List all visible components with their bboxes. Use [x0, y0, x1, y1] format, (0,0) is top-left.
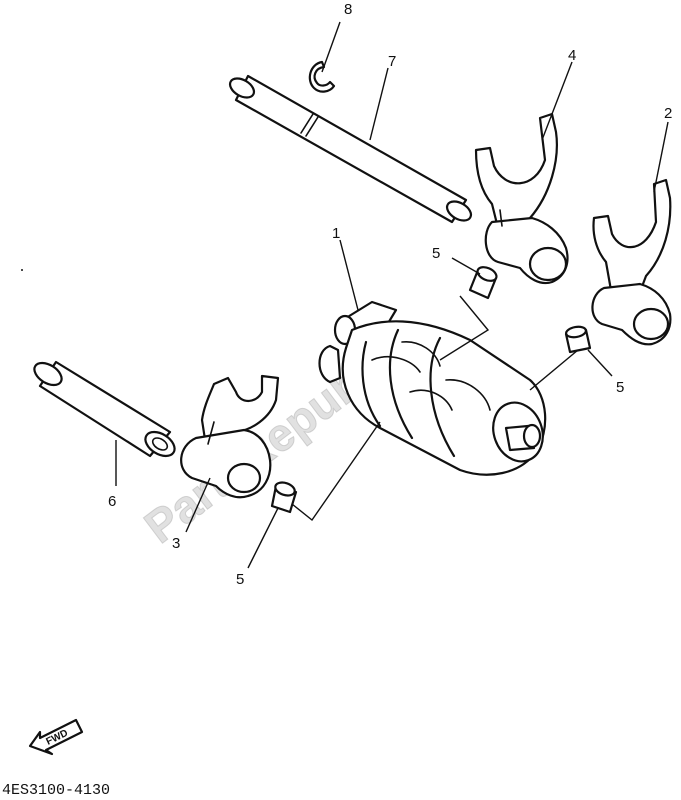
- part-4-shift-fork: [474, 112, 569, 285]
- callout-2: 2: [664, 105, 672, 122]
- part-5-dowel-pin-right: [564, 325, 592, 354]
- part-7-shift-shaft: [228, 74, 473, 224]
- callout-5-lower: 5: [236, 571, 244, 588]
- callout-4: 4: [568, 47, 576, 64]
- callout-5-upper: 5: [432, 245, 440, 262]
- part-3-shift-fork: [180, 374, 280, 499]
- part-5-dowel-pin-lower: [270, 481, 298, 514]
- part-6-short-shaft: [33, 360, 176, 458]
- callout-6: 6: [108, 493, 116, 510]
- leader-lines: [115, 21, 669, 569]
- part-2-shift-fork: [591, 178, 672, 346]
- part-1-shift-drum: [318, 300, 547, 476]
- part-5-dowel-pin-upper: [468, 266, 498, 300]
- fwd-arrow-icon: FWD: [28, 718, 84, 756]
- reference-code: 4ES3100-4130: [2, 782, 110, 799]
- stray-dot: [21, 269, 23, 271]
- callout-5-right: 5: [616, 379, 624, 396]
- part-8-circlip: [308, 60, 336, 93]
- callout-3: 3: [172, 535, 180, 552]
- callout-8: 8: [344, 1, 352, 18]
- callout-7: 7: [388, 53, 396, 70]
- callout-1: 1: [332, 225, 340, 242]
